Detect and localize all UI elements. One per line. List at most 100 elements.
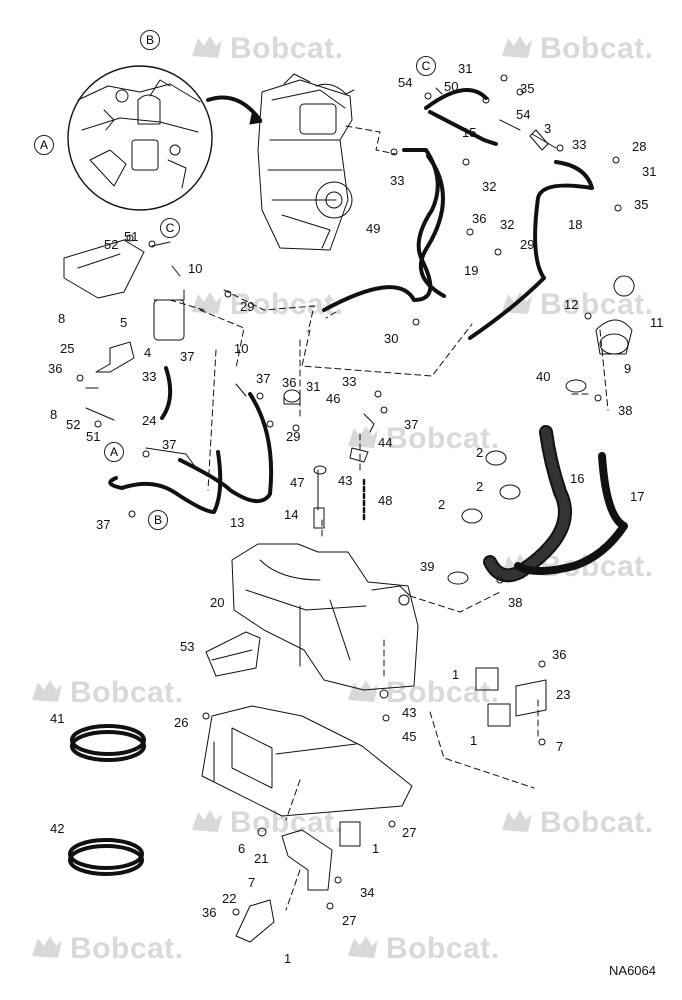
callout-8: 8 [58, 311, 66, 326]
callout-37: 37 [256, 371, 271, 386]
callout-45: 45 [402, 729, 417, 744]
callout-5: 5 [120, 315, 128, 330]
watermark-text: Bobcat. [540, 32, 654, 65]
callout-33: 33 [142, 369, 157, 384]
callout-26: 26 [174, 715, 189, 730]
callout-30: 30 [384, 331, 399, 346]
reference-label-a: A [34, 135, 54, 155]
callout-41: 41 [50, 711, 65, 726]
reference-label-c: C [416, 56, 436, 76]
callout-1: 1 [372, 841, 380, 856]
callout-31: 31 [642, 164, 657, 179]
callout-54: 54 [398, 75, 413, 90]
callout-2: 2 [476, 445, 484, 460]
callout-24: 24 [142, 413, 157, 428]
callout-33: 33 [390, 173, 405, 188]
callout-7: 7 [556, 739, 564, 754]
callout-17: 17 [630, 489, 645, 504]
bobcat-watermark: Bobcat. [500, 806, 654, 840]
callout-12: 12 [564, 297, 579, 312]
callout-44: 44 [378, 435, 393, 450]
callout-21: 21 [254, 851, 269, 866]
callout-43: 43 [402, 705, 417, 720]
bobcat-watermark: Bobcat. [30, 932, 184, 966]
callout-2: 2 [438, 497, 446, 512]
callout-42: 42 [50, 821, 65, 836]
callout-32: 32 [500, 217, 515, 232]
callout-49: 49 [366, 221, 381, 236]
bobcat-watermark: Bobcat. [190, 32, 344, 66]
callout-36: 36 [472, 211, 487, 226]
bobcat-logo-icon [346, 676, 380, 706]
callout-51: 51 [86, 429, 101, 444]
callout-13: 13 [230, 515, 245, 530]
callout-15: 15 [462, 125, 477, 140]
callout-38: 38 [508, 595, 523, 610]
callout-3: 3 [544, 121, 552, 136]
callout-29: 29 [520, 237, 535, 252]
callout-8: 8 [50, 407, 58, 422]
callout-29: 29 [240, 299, 255, 314]
frame-bracket [201, 705, 413, 817]
reference-label-c: C [160, 218, 180, 238]
engine-detail-inset [67, 65, 263, 211]
callout-31: 31 [458, 61, 473, 76]
callout-14: 14 [284, 507, 299, 522]
watermark-text: Bobcat. [386, 422, 500, 455]
callout-36: 36 [202, 905, 217, 920]
bobcat-watermark: Bobcat. [30, 676, 184, 710]
bobcat-watermark: Bobcat. [346, 676, 500, 710]
callout-35: 35 [520, 81, 535, 96]
callout-37: 37 [162, 437, 177, 452]
bobcat-logo-icon [30, 932, 64, 962]
callout-36: 36 [282, 375, 297, 390]
callout-28: 28 [632, 139, 647, 154]
callout-52: 52 [104, 237, 119, 252]
watermark-text: Bobcat. [540, 288, 654, 321]
callout-31: 31 [306, 379, 321, 394]
callout-9: 9 [624, 361, 632, 376]
callout-36: 36 [48, 361, 63, 376]
watermark-text: Bobcat. [70, 676, 184, 709]
callout-48: 48 [378, 493, 393, 508]
callout-51: 51 [124, 229, 139, 244]
callout-37: 37 [180, 349, 195, 364]
callout-20: 20 [210, 595, 225, 610]
watermark-text: Bobcat. [540, 806, 654, 839]
bobcat-watermark: Bobcat. [190, 288, 344, 322]
callout-2: 2 [476, 479, 484, 494]
bobcat-watermark: Bobcat. [346, 422, 500, 456]
callout-29: 29 [286, 429, 301, 444]
watermark-text: Bobcat. [70, 932, 184, 965]
callout-1: 1 [284, 951, 292, 966]
callout-37: 37 [96, 517, 111, 532]
callout-35: 35 [634, 197, 649, 212]
callout-39: 39 [420, 559, 435, 574]
watermark-text: Bobcat. [386, 676, 500, 709]
bobcat-logo-icon [500, 32, 534, 62]
callout-16: 16 [570, 471, 585, 486]
watermark-text: Bobcat. [386, 932, 500, 965]
engine-assembly [257, 73, 355, 251]
callout-23: 23 [556, 687, 571, 702]
callout-10: 10 [188, 261, 203, 276]
callout-4: 4 [144, 345, 152, 360]
callout-1: 1 [470, 733, 478, 748]
watermark-text: Bobcat. [230, 806, 344, 839]
callout-1: 1 [452, 667, 460, 682]
bobcat-logo-icon [346, 422, 380, 452]
callout-33: 33 [342, 374, 357, 389]
reference-label-b: B [148, 510, 168, 530]
bobcat-watermark: Bobcat. [190, 806, 344, 840]
callout-27: 27 [402, 825, 417, 840]
callout-27: 27 [342, 913, 357, 928]
callout-6: 6 [238, 841, 246, 856]
callout-54: 54 [516, 107, 531, 122]
callout-52: 52 [66, 417, 81, 432]
bobcat-logo-icon [500, 806, 534, 836]
callout-43: 43 [338, 473, 353, 488]
reference-label-a: A [104, 442, 124, 462]
watermark-text: Bobcat. [230, 288, 344, 321]
document-id: NA6064 [609, 963, 656, 978]
